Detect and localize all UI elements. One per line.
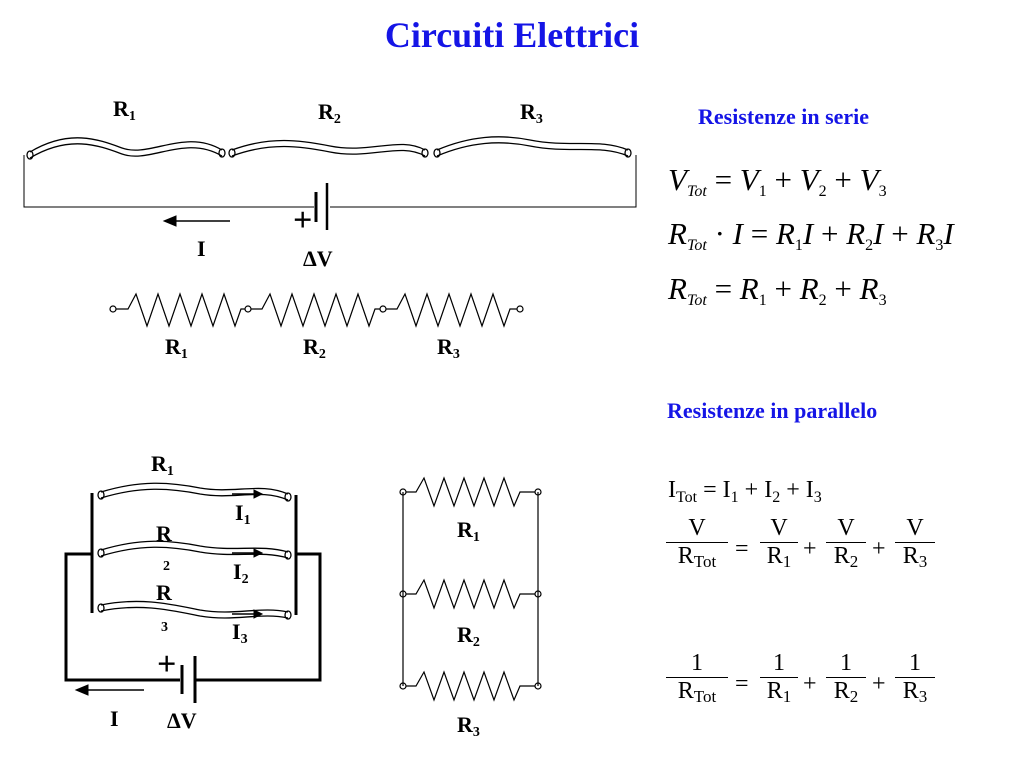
parallel-current-label-i1: I1	[235, 500, 251, 528]
parallel-wire-label-r1: R1	[151, 451, 174, 479]
fraction-1-over-r1: 1 R1	[760, 650, 798, 707]
plus-sign: +	[803, 536, 817, 562]
equals-sign: =	[735, 671, 749, 697]
parallel-heading: Resistenze in parallelo	[667, 398, 878, 423]
series-outer-wire	[23, 155, 637, 208]
parallel-zigzag-network	[399, 476, 542, 702]
page-title: Circuiti Elettrici	[384, 15, 640, 55]
parallel-wire-resistor-1	[97, 482, 292, 502]
parallel-wire-label-r2-sub: 2	[163, 559, 170, 574]
series-voltage-label: ΔV	[303, 246, 333, 271]
fraction-1-over-r3: 1 R3	[895, 650, 935, 707]
parallel-current-label: I	[110, 706, 119, 731]
series-battery	[314, 183, 329, 230]
fraction-v-over-rtot: V RTot	[666, 515, 728, 572]
parallel-zigzag-label-r2: R2	[457, 622, 480, 650]
series-current-label: I	[197, 236, 206, 261]
parallel-zigzag-label-r1: R1	[457, 517, 480, 545]
parallel-wire-label-r2: R	[156, 521, 172, 546]
parallel-plus-sign: +	[157, 646, 177, 683]
parallel-current-arrows	[232, 489, 264, 619]
series-wire-resistor-3	[433, 136, 632, 158]
series-equation-voltage: VTot = V1 + V2 + V3	[668, 162, 887, 200]
parallel-equation-current: ITot = I1 + I2 + I3	[668, 477, 822, 506]
fraction-1-over-rtot: 1 RTot	[666, 650, 728, 707]
series-wire-resistor-1	[26, 137, 226, 160]
equals-sign: =	[735, 536, 749, 562]
fraction-v-over-r2: V R2	[826, 515, 866, 572]
plus-sign: +	[803, 671, 817, 697]
series-plus-sign: +	[293, 202, 313, 239]
parallel-zigzag-label-r3: R3	[457, 712, 480, 740]
parallel-current-label-i3: I3	[232, 619, 248, 647]
parallel-wire-resistor-2	[97, 540, 292, 560]
fraction-v-over-r3: V R3	[895, 515, 935, 572]
parallel-current-arrow	[74, 684, 144, 696]
parallel-outer-wire	[64, 552, 322, 682]
fraction-v-over-r1: V R1	[760, 515, 798, 572]
series-heading: Resistenze in serie	[698, 104, 870, 129]
series-zigzag-label-r3: R3	[437, 334, 460, 362]
series-wire-label-r3: R3	[520, 99, 543, 127]
series-wire-label-r2: R2	[318, 99, 341, 127]
series-zigzag-label-r1: R1	[165, 334, 188, 362]
parallel-battery	[180, 656, 197, 703]
series-zigzag-chain	[109, 292, 524, 328]
fraction-1-over-r2: 1 R2	[826, 650, 866, 707]
parallel-voltage-label: ΔV	[167, 708, 197, 733]
plus-sign: +	[872, 536, 886, 562]
parallel-wire-resistor-3	[97, 600, 292, 620]
series-equation-ohm: RTot · I = R1I + R2I + R3I	[668, 216, 954, 254]
parallel-wire-label-r3-sub: 3	[161, 620, 168, 635]
plus-sign: +	[872, 671, 886, 697]
series-current-arrow	[162, 215, 230, 227]
parallel-wire-label-r3: R	[156, 580, 172, 605]
parallel-current-label-i2: I2	[233, 559, 249, 587]
series-equation-resistance: RTot = R1 + R2 + R3	[668, 271, 887, 309]
series-zigzag-label-r2: R2	[303, 334, 326, 362]
series-wire-resistor-2	[228, 139, 429, 158]
series-wire-label-r1: R1	[113, 96, 136, 124]
